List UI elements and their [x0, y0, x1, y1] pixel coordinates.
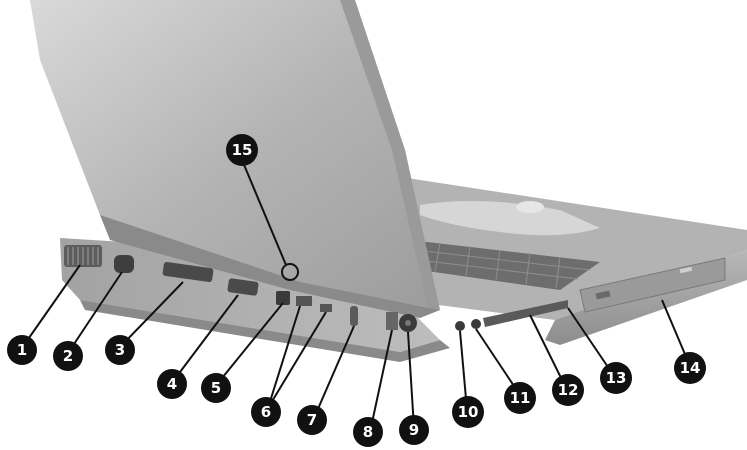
power-connector	[114, 255, 134, 273]
callout-13-label: 13	[606, 369, 627, 387]
callout-3: 3	[105, 335, 135, 365]
callout-2: 2	[53, 341, 83, 371]
usb-port-1	[296, 296, 312, 306]
usb-port-2	[320, 304, 332, 312]
s-video-jack-center	[405, 320, 411, 326]
callout-14-label: 14	[680, 359, 701, 377]
callout-7: 7	[297, 405, 327, 435]
audio-jack-2	[471, 319, 481, 329]
callout-14: 14	[674, 352, 706, 384]
callout-4-label: 4	[167, 375, 177, 393]
security-slot	[350, 306, 358, 326]
callout-5-label: 5	[211, 379, 221, 397]
callout-15-label: 15	[232, 141, 253, 159]
leader-line-1	[24, 265, 80, 345]
callout-11: 11	[504, 382, 536, 414]
callout-12: 12	[552, 374, 584, 406]
monitor-connector	[276, 291, 290, 305]
audio-jack-1	[455, 321, 465, 331]
callout-1-label: 1	[17, 341, 27, 359]
callout-5: 5	[201, 373, 231, 403]
rj11-jack	[386, 312, 398, 330]
callout-10-label: 10	[458, 403, 479, 421]
callout-9-label: 9	[409, 421, 419, 439]
callout-12-label: 12	[558, 381, 579, 399]
callout-7-label: 7	[307, 411, 317, 429]
callout-8: 8	[353, 417, 383, 447]
callout-10: 10	[452, 396, 484, 428]
callout-15: 15	[226, 134, 258, 166]
callout-6: 6	[251, 397, 281, 427]
callout-3-label: 3	[115, 341, 125, 359]
callout-1: 1	[7, 335, 37, 365]
exhaust-vent	[64, 245, 102, 267]
callout-11-label: 11	[510, 389, 531, 407]
callout-8-label: 8	[363, 423, 373, 441]
pointing-button	[516, 201, 544, 213]
callout-2-label: 2	[63, 347, 73, 365]
callout-6-label: 6	[261, 403, 271, 421]
callout-13: 13	[600, 362, 632, 394]
callout-4: 4	[157, 369, 187, 399]
callout-9: 9	[399, 415, 429, 445]
